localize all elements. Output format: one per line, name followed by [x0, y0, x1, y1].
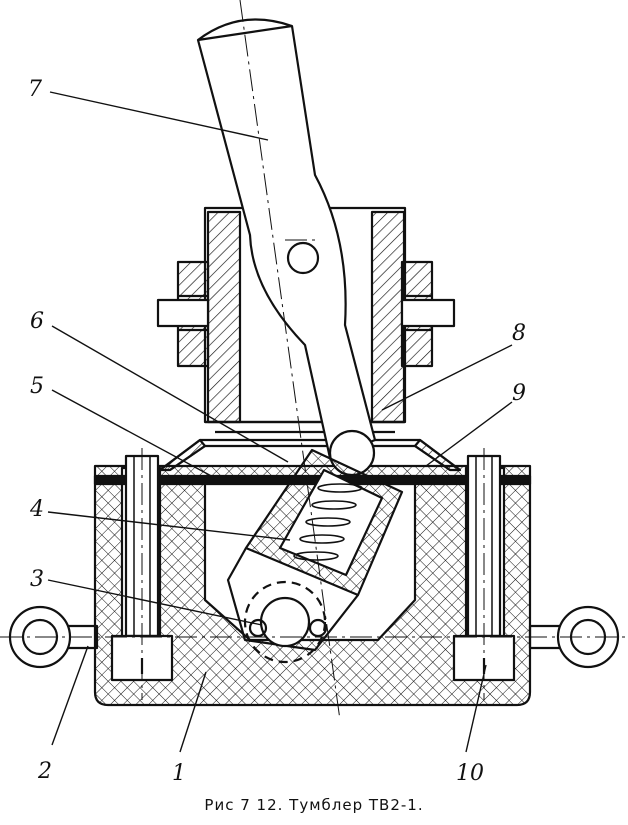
- leader-8: [381, 344, 513, 411]
- label-5: 5: [30, 374, 44, 399]
- label-10: 10: [456, 761, 484, 786]
- leader-7: [49, 91, 269, 141]
- leader-5: [51, 389, 216, 479]
- label-6: 6: [30, 309, 44, 334]
- leader-2: [51, 645, 89, 746]
- spring: [293, 483, 363, 561]
- leader-1: [179, 671, 207, 753]
- leader-4: [47, 511, 291, 541]
- label-4: 4: [29, 497, 44, 522]
- figure-caption: Рис 7 12. Тумблер ТВ2-1.: [204, 796, 424, 814]
- center-lines: [0, 0, 628, 721]
- part-labels: 7 6 5 4 3 2 1 8 9 10: [28, 77, 526, 786]
- label-2: 2: [37, 759, 52, 784]
- toggle-switch-drawing: 7 6 5 4 3 2 1 8 9 10: [0, 0, 628, 786]
- leader-6: [51, 325, 289, 463]
- label-7: 7: [28, 77, 42, 102]
- leader-3: [47, 579, 263, 626]
- label-8: 8: [512, 321, 526, 346]
- leader-lines: [47, 91, 513, 753]
- nut: [156, 260, 456, 368]
- leader-9: [425, 401, 513, 467]
- label-3: 3: [30, 567, 44, 592]
- leader-10: [465, 664, 487, 753]
- label-9: 9: [512, 381, 526, 406]
- contact-carrier: [226, 448, 404, 652]
- label-1: 1: [172, 761, 186, 786]
